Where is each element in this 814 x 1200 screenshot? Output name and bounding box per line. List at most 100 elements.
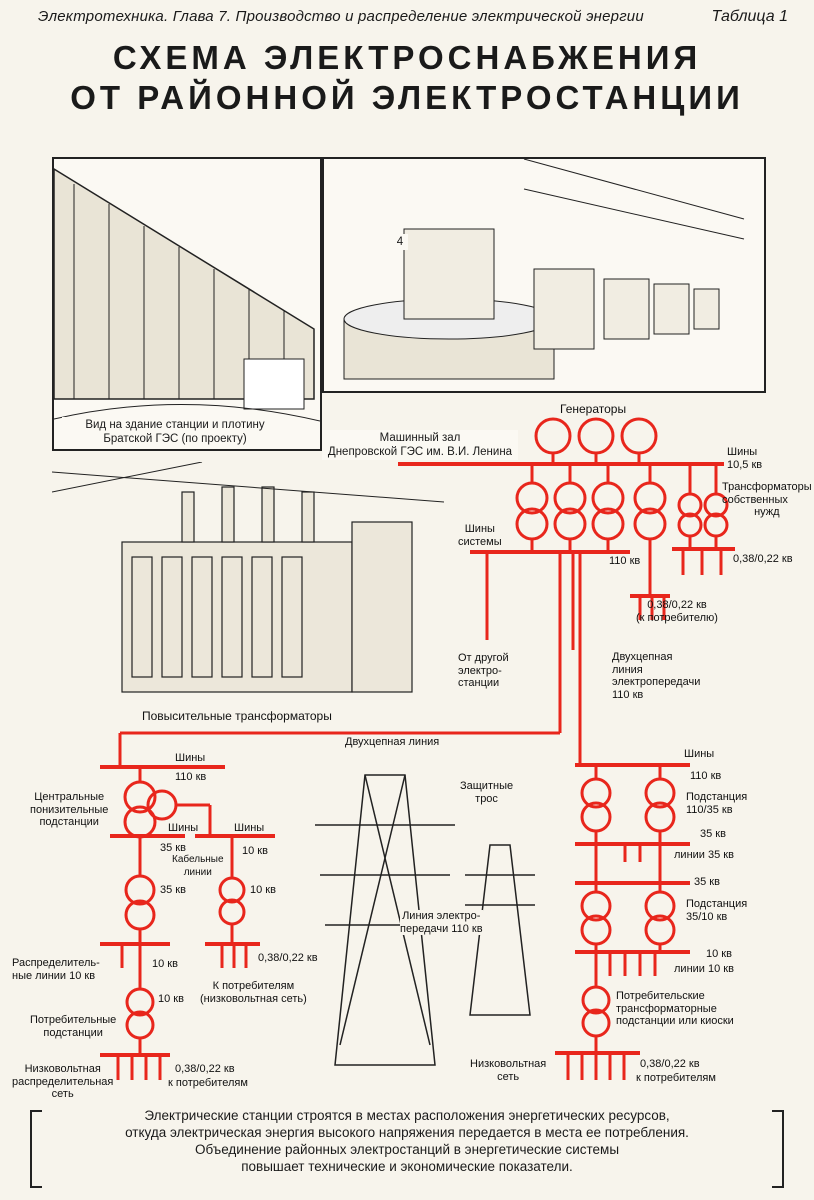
from-other-label-3: станции bbox=[458, 677, 500, 689]
page-title-line1: СХЕМА ЭЛЕКТРОСНАБЖЕНИЯ bbox=[112, 39, 702, 76]
footer-line-4: повышает технические и экономические пок… bbox=[241, 1159, 573, 1174]
machine-hall-picture: 4 bbox=[322, 157, 766, 393]
bus35-label-2: 35 кв bbox=[160, 842, 186, 854]
transformers-illustration bbox=[51, 461, 445, 693]
consumer-038-label-1: 0,38/0,22 кв bbox=[647, 599, 707, 611]
footer-bracket-left bbox=[30, 1110, 42, 1188]
to-consumers-label-2: (низковольтная сеть) bbox=[200, 992, 307, 1005]
cable-label-1: Кабельные bbox=[172, 854, 224, 865]
generators-label: Генераторы bbox=[560, 402, 627, 416]
hall-caption: Машинный зал Днепровской ГЭС им. В.И. Ле… bbox=[322, 430, 518, 460]
page-title-line2: ОТ РАЙОННОЙ ЭЛЕКТРОСТАНЦИИ bbox=[70, 79, 744, 116]
header-subject: Электротехника. Глава 7. Производство и … bbox=[38, 8, 644, 25]
kv10-r-label: 10 кв bbox=[706, 948, 732, 960]
table-number: Таблица 1 bbox=[711, 8, 788, 25]
double-line-h-label: Двухцепная линия bbox=[345, 736, 440, 748]
lv-right-to-label: к потребителям bbox=[636, 1072, 716, 1084]
footer-text: Электрические станции строятся в местах … bbox=[50, 1107, 764, 1175]
system-bus-label-1: Шины bbox=[464, 523, 495, 535]
bus35-label-1: Шины bbox=[168, 822, 199, 834]
cable-label-2: линии bbox=[183, 866, 212, 878]
right-bus-label-1: Шины bbox=[684, 748, 715, 760]
generator-symbol bbox=[620, 417, 658, 455]
footer-line-2: откуда электрическая энергия высокого на… bbox=[125, 1125, 689, 1140]
double-line-label-4: 110 кв bbox=[612, 688, 644, 701]
hall-caption-1: Машинный зал bbox=[379, 432, 461, 444]
lv-right-label-2: сеть bbox=[497, 1070, 520, 1083]
lines10-label: линии 10 кв bbox=[674, 963, 734, 975]
kv35-r-label: 35 кв bbox=[700, 828, 726, 840]
lv-left-label-1: Низковольтная bbox=[24, 1063, 101, 1075]
bus10-label-1: Шины bbox=[234, 822, 265, 834]
aux-tr-label-1: Трансформаторы bbox=[722, 481, 812, 493]
hall-caption-2: Днепровской ГЭС им. В.И. Ленина bbox=[327, 446, 513, 458]
kv35-mid-label: 35 кв bbox=[160, 884, 186, 896]
kv038-mid-label: 0,38/0,22 кв bbox=[258, 952, 318, 964]
line-caption-2: передачи 110 кв bbox=[400, 922, 483, 935]
consumer-sub-label-2: подстанции bbox=[43, 1026, 103, 1039]
kv110-top-label: 110 кв bbox=[609, 555, 641, 567]
aux-tr-label-3: нужд bbox=[754, 506, 780, 518]
transformers-picture: Повысительные трансформаторы bbox=[51, 461, 445, 722]
central-label-2: понизительные bbox=[30, 803, 109, 816]
from-other-label-2: электро- bbox=[458, 664, 502, 677]
double-line-label-2: линия bbox=[612, 663, 643, 676]
kv10-mid-label: 10 кв bbox=[250, 884, 276, 896]
lv-left-label-2: распределительная bbox=[12, 1075, 114, 1088]
hall-illustration bbox=[343, 158, 745, 380]
bus-105-label-1: Шины bbox=[727, 446, 758, 458]
bus-105-label-2: 10,5 кв bbox=[727, 458, 763, 471]
kv35-r2-label: 35 кв bbox=[694, 876, 720, 888]
lv-left-kv-label: 0,38/0,22 кв bbox=[175, 1063, 235, 1075]
from-other-label-1: От другой bbox=[458, 652, 509, 664]
lv-right-kv-label: 0,38/0,22 кв bbox=[640, 1058, 700, 1070]
distr-label-1: Распределитель- bbox=[12, 957, 100, 969]
footer-line-1: Электрические станции строятся в местах … bbox=[144, 1108, 670, 1123]
dam-caption-2: Братской ГЭС (по проекту) bbox=[103, 433, 247, 445]
aux-transformers bbox=[672, 464, 735, 575]
distr-label-2: ные линии 10 кв bbox=[12, 969, 96, 982]
lv-left-label-3: сеть bbox=[51, 1088, 74, 1100]
sub35-label-2: 35/10 кв bbox=[686, 910, 728, 923]
central-label-3: подстанции bbox=[39, 816, 99, 828]
central-label-1: Центральные bbox=[34, 791, 105, 803]
kv10-sub-label: 10 кв bbox=[158, 993, 184, 1005]
tower-illustration bbox=[315, 774, 535, 1066]
consumer-sub-label-1: Потребительные bbox=[30, 1014, 117, 1026]
wire-label-1: Защитные bbox=[460, 780, 514, 792]
dam-picture: Вид на здание станции и плотину Братской… bbox=[52, 157, 322, 451]
transformers-caption: Повысительные трансформаторы bbox=[142, 709, 332, 723]
line-caption-1: Линия электро- bbox=[402, 910, 481, 922]
generator-symbol bbox=[577, 417, 615, 455]
dam-illustration bbox=[53, 167, 321, 422]
sub110-label-1: Подстанция bbox=[686, 791, 748, 803]
generator-symbol bbox=[534, 417, 572, 455]
double-line-label-3: электропередачи bbox=[612, 676, 701, 688]
cons-tr-label-1: Потребительские bbox=[616, 990, 705, 1002]
dam-caption-1: Вид на здание станции и плотину bbox=[85, 419, 265, 431]
wire-label-2: трос bbox=[475, 792, 498, 805]
cons-tr-label-2: трансформаторные bbox=[616, 1002, 717, 1015]
aux-tr-label-2: собственных bbox=[722, 493, 788, 506]
hall-unit-number: 4 bbox=[392, 234, 408, 250]
left-bus-label-2: 110 кв bbox=[175, 771, 207, 783]
bus10-label-2: 10 кв bbox=[242, 845, 268, 857]
aux-out-label: 0,38/0,22 кв bbox=[733, 553, 793, 565]
to-consumers-label-1: К потребителям bbox=[212, 980, 295, 992]
footer-line-3: Объединение районных электростанций в эн… bbox=[194, 1142, 620, 1157]
sub35-label-1: Подстанция bbox=[686, 898, 748, 910]
step-up-transformers bbox=[515, 464, 667, 552]
lv-right-label-1: Низковольтная bbox=[470, 1058, 547, 1070]
lv-left-to-label: к потребителям bbox=[168, 1077, 248, 1089]
sub110-label-2: 110/35 кв bbox=[686, 803, 733, 816]
double-line-label-1: Двухцепная bbox=[612, 651, 673, 663]
transmission-tower-picture: Линия электро- передачи 110 кв Защитные … bbox=[305, 755, 545, 1075]
right-bus-label-2: 110 кв bbox=[690, 770, 722, 782]
kv10-low-label: 10 кв bbox=[152, 958, 178, 970]
left-bus-label-1: Шины bbox=[175, 752, 206, 764]
lines35-label: линии 35 кв bbox=[674, 849, 734, 861]
footer-bracket-right bbox=[772, 1110, 784, 1188]
consumer-038-label-2: (к потребителю) bbox=[636, 611, 718, 624]
system-bus-label-2: системы bbox=[458, 535, 502, 548]
